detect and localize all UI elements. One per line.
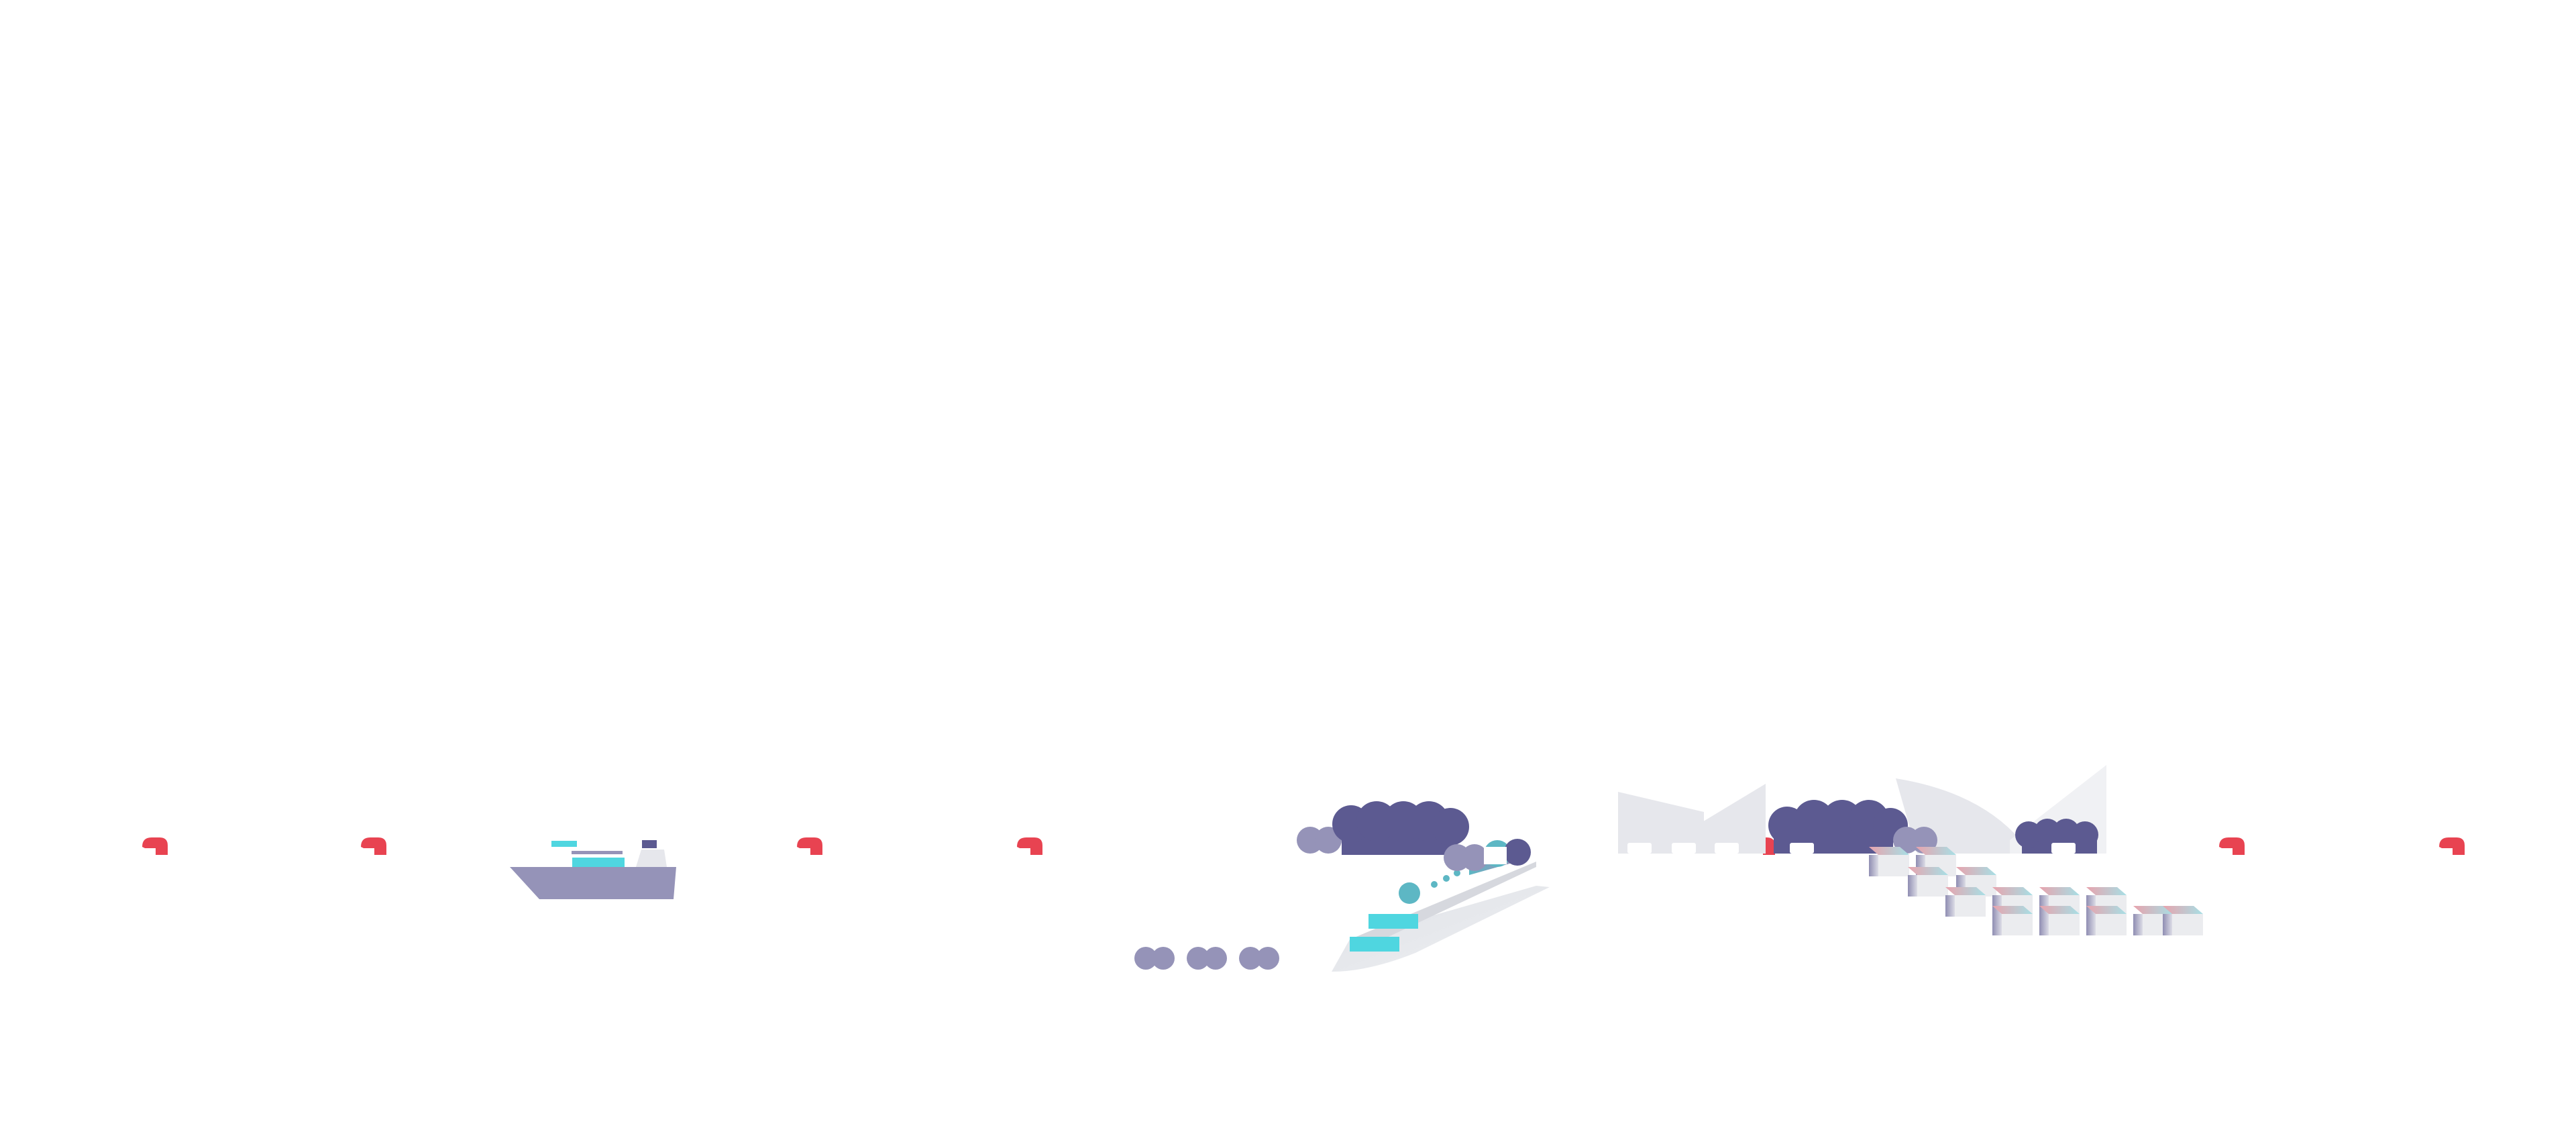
- bollard-icon: [1187, 947, 1227, 970]
- pin-marker-icon: [361, 837, 386, 855]
- cargo-ship-icon: [510, 840, 676, 899]
- pin-marker-icon: [1017, 837, 1042, 855]
- pin-marker-icon: [2439, 837, 2465, 855]
- tree-icon: [2015, 819, 2098, 854]
- pin-marker-icon: [2219, 837, 2245, 855]
- tree-icon: [1332, 801, 1469, 855]
- pin-marker-icon: [797, 837, 822, 855]
- pin-marker-icon: [142, 837, 168, 855]
- warehouse-icon: [1618, 784, 1766, 854]
- tree-icon: [1444, 839, 1531, 871]
- container-stack-icon: [1869, 847, 2203, 935]
- bollard-icon: [1239, 947, 1279, 970]
- cruise-ship-icon: [1332, 847, 1550, 972]
- bollard-icon: [1134, 947, 1175, 970]
- tree-icon: [1768, 800, 1908, 854]
